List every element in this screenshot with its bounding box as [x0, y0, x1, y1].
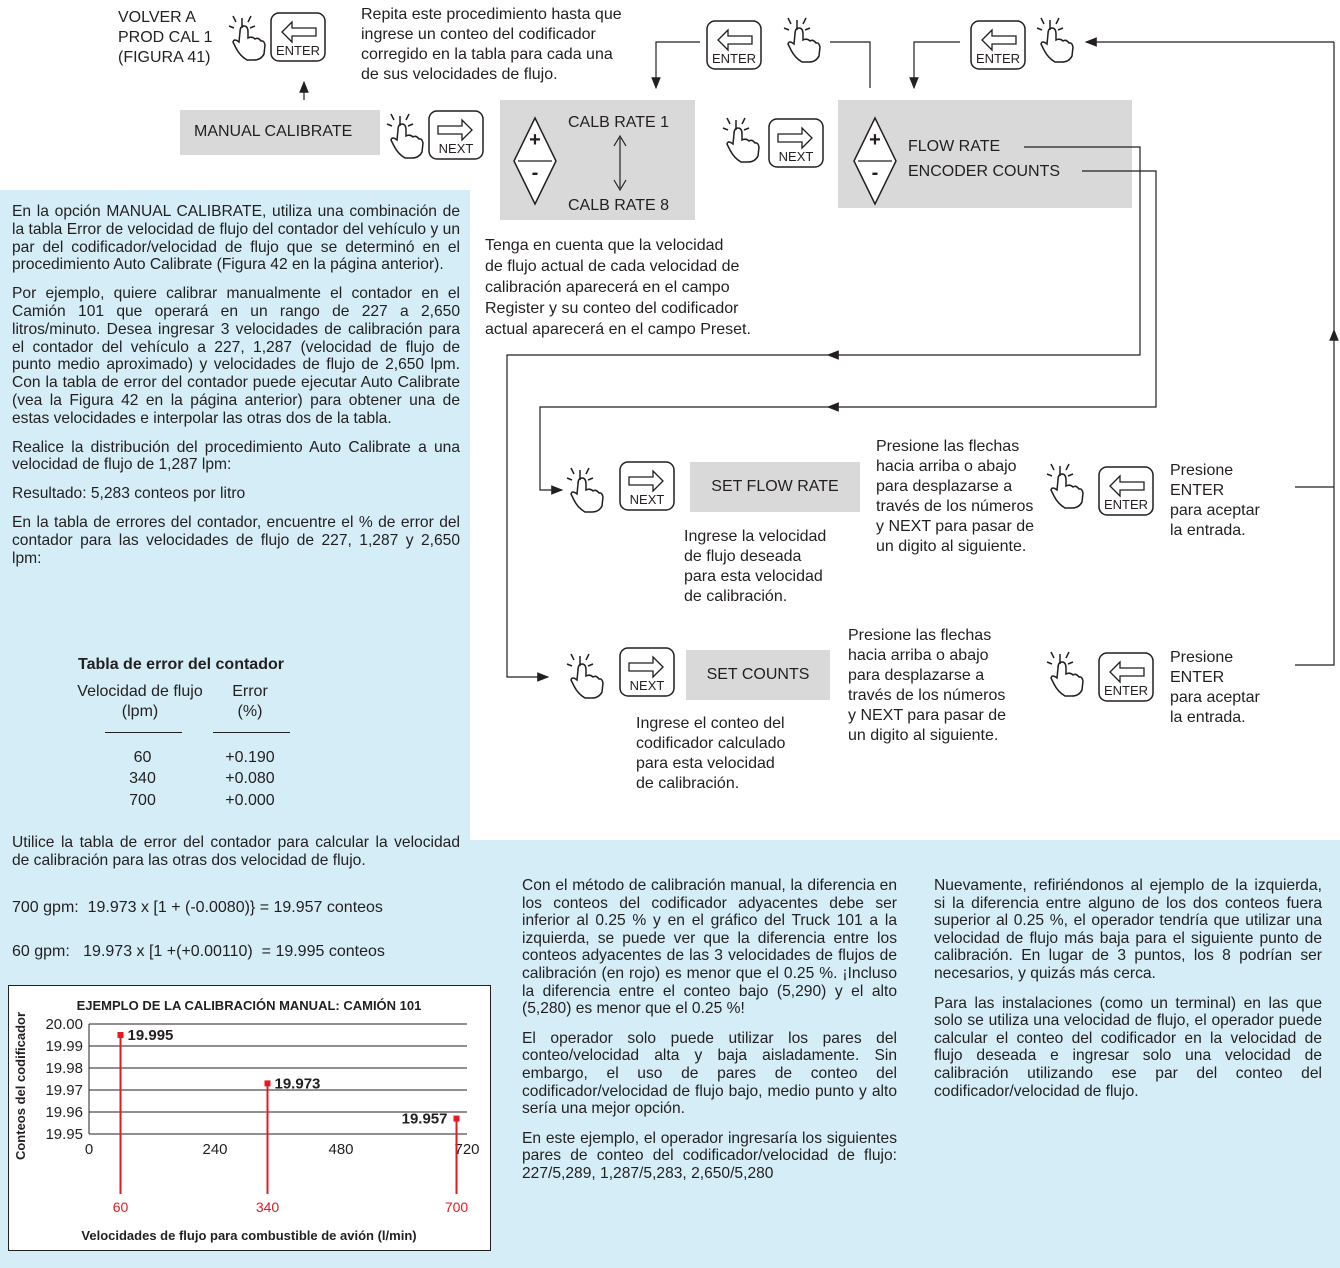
- next-arrow-icon: [428, 110, 484, 160]
- hand-press-icon: [228, 15, 266, 61]
- hand-press-icon: [566, 653, 604, 699]
- data-label: 19.973: [275, 1075, 321, 1092]
- manual-calibrate-label: MANUAL CALIBRATE: [194, 123, 353, 140]
- bottom-column-2: Nuevamente, refiriéndonos al ejemplo de …: [934, 877, 1322, 1112]
- y-tick-label: 19.95: [45, 1126, 83, 1143]
- next-arrow-icon: [619, 647, 675, 697]
- flow-connectors: [299, 37, 1339, 682]
- hand-press-icon: [1046, 651, 1084, 697]
- paragraph: En la tabla de errores del contador, enc…: [12, 513, 460, 567]
- x-point-label: 700: [445, 1199, 469, 1215]
- enter-arrow-icon: [706, 20, 762, 70]
- bottom-column-1: Con el método de calibración manual, la …: [522, 877, 897, 1195]
- manual-calibrate-box: MANUAL CALIBRATE: [180, 110, 380, 155]
- calibration-chart: EJEMPLO DE LA CALIBRACIÓN MANUAL: CAMIÓN…: [8, 985, 491, 1251]
- data-label: 19.957: [402, 1111, 448, 1128]
- next-arrow-icon: [768, 118, 824, 168]
- data-point: [264, 1080, 271, 1087]
- paragraph: En la opción MANUAL CALIBRATE, utiliza u…: [12, 203, 460, 274]
- enter-key-set-flow[interactable]: ENTER: [1098, 466, 1154, 516]
- up-down-arrows-icon: [853, 116, 897, 206]
- hand-press-icon: [1046, 463, 1084, 509]
- calb-rate-1-label: CALB RATE 1: [568, 114, 670, 131]
- data-point: [453, 1115, 460, 1122]
- set-counts-box: SET COUNTS: [686, 650, 830, 700]
- next-key-set-flow[interactable]: NEXT: [619, 461, 675, 511]
- encoder-counts-label: ENCODER COUNTS: [908, 163, 1061, 180]
- enter-key-flow[interactable]: ENTER: [970, 20, 1026, 70]
- left-panel-text: En la opción MANUAL CALIBRATE, utiliza u…: [12, 203, 460, 578]
- y-tick-label: 19.98: [45, 1060, 83, 1077]
- paragraph: Con el método de calibración manual, la …: [522, 877, 897, 1018]
- x-tick-label: 720: [454, 1141, 479, 1158]
- hand-press-icon: [386, 113, 424, 159]
- next-key-manual[interactable]: NEXT: [428, 110, 484, 160]
- y-axis-label: Conteos del codificador: [13, 1012, 28, 1160]
- x-axis-label: Velocidades de flujo para combustible de…: [81, 1228, 416, 1243]
- enter-arrow-icon: [970, 20, 1026, 70]
- hand-press-icon: [566, 467, 604, 513]
- x-tick-label: 240: [202, 1141, 227, 1158]
- y-tick-label: 19.99: [45, 1038, 83, 1055]
- hand-press-icon: [783, 17, 821, 63]
- calc-700: 700 gpm: 19.973 x [1 + (-0.0080)} = 19.9…: [12, 899, 383, 916]
- hand-press-icon: [722, 117, 760, 163]
- next-key-calb[interactable]: NEXT: [768, 118, 824, 168]
- calc-60: 60 gpm: 19.973 x [1 +(+0.00110) = 19.995…: [12, 943, 385, 960]
- table-header-error: Error(%): [232, 683, 268, 720]
- divider: [105, 732, 182, 733]
- enter-key-set-counts[interactable]: ENTER: [1098, 652, 1154, 702]
- x-tick-label: 0: [85, 1141, 93, 1158]
- plus-minus-key-flow[interactable]: + -: [852, 116, 898, 206]
- y-tick-label: 20.00: [45, 1016, 83, 1033]
- flow-rate-label: FLOW RATE: [908, 138, 1001, 155]
- enter-arrow-icon: [270, 12, 326, 62]
- y-tick-label: 19.97: [45, 1082, 83, 1099]
- up-down-arrows-icon: [513, 116, 557, 206]
- bottom-info-panel: [470, 840, 1340, 1268]
- y-tick-label: 19.96: [45, 1104, 83, 1121]
- paragraph: Resultado: 5,283 conteos por litro: [12, 485, 246, 503]
- enter-key-calb[interactable]: ENTER: [706, 20, 762, 70]
- enter-key-volver[interactable]: ENTER: [270, 12, 326, 62]
- divider: [213, 732, 290, 733]
- data-point: [117, 1032, 124, 1038]
- table-header-flow: Velocidad de flujo(lpm): [77, 683, 203, 720]
- paragraph: El operador solo puede utilizar los pare…: [522, 1029, 897, 1118]
- paragraph: Por ejemplo, quiere calibrar manualmente…: [12, 285, 460, 427]
- enter-arrow-icon: [1098, 652, 1154, 702]
- data-label: 19.995: [128, 1027, 174, 1044]
- paragraph: En este ejemplo, el operador ingresaría …: [522, 1129, 897, 1182]
- chart-svg: EJEMPLO DE LA CALIBRACIÓN MANUAL: CAMIÓN…: [13, 998, 480, 1243]
- paragraph: Realice la distribución del procedimient…: [12, 438, 460, 474]
- plus-minus-key-calb[interactable]: + -: [512, 116, 558, 206]
- paragraph: Nuevamente, refiriéndonos al ejemplo de …: [934, 877, 1322, 982]
- next-key-set-counts[interactable]: NEXT: [619, 647, 675, 697]
- hand-press-icon: [1036, 17, 1074, 63]
- set-flow-rate-box: SET FLOW RATE: [690, 462, 860, 512]
- enter-arrow-icon: [1098, 466, 1154, 516]
- paragraph: Utilice la tabla de error del contador p…: [12, 834, 460, 869]
- calb-rate-8-label: CALB RATE 8: [568, 197, 670, 214]
- x-tick-label: 480: [328, 1141, 353, 1158]
- chart-title: EJEMPLO DE LA CALIBRACIÓN MANUAL: CAMIÓN…: [77, 998, 422, 1013]
- table-title: Tabla de error del contador: [78, 656, 284, 673]
- next-arrow-icon: [619, 461, 675, 511]
- x-point-label: 340: [256, 1199, 280, 1215]
- x-point-label: 60: [113, 1199, 129, 1215]
- paragraph: Para las instalaciones (como un terminal…: [934, 994, 1322, 1100]
